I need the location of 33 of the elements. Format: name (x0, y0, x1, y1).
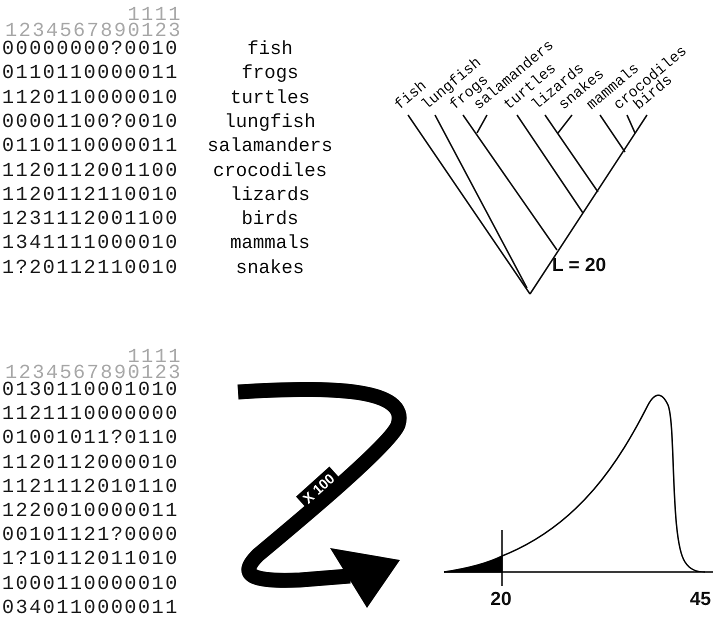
character-row: 1220010000011 (2, 502, 179, 522)
character-row: 1121112010110 (2, 478, 179, 498)
character-row: 0130110001010 (2, 381, 179, 401)
taxon-name: snakes (236, 258, 304, 278)
taxon-name: fish (247, 40, 293, 59)
axis-tick-label: 45 (690, 590, 711, 609)
taxon-name: birds (242, 210, 298, 230)
character-row: 1120112001100 (2, 162, 179, 182)
character-row: 1231112001100 (2, 210, 179, 230)
taxon-name: lizards (230, 186, 310, 205)
character-row: 1120110000010 (2, 88, 179, 109)
taxon-name: turtles (230, 88, 310, 108)
taxon-name: salamanders (207, 137, 333, 156)
taxon-name: crocodiles (212, 162, 328, 180)
character-row: 00101121?0000 (2, 526, 179, 546)
character-row: 01001011?0110 (2, 429, 179, 450)
character-row: 00000000?0010 (2, 40, 179, 60)
character-row: 1121110000000 (2, 405, 179, 426)
taxon-name: lungfish (224, 112, 316, 132)
taxon-name: frogs (242, 64, 298, 84)
character-row: 00001100?0010 (2, 112, 179, 133)
axis-tick-label: 20 (490, 590, 512, 609)
character-row: 1?20112110010 (2, 258, 179, 279)
taxon-name: mammals (230, 234, 310, 254)
character-row: 1?10112011010 (2, 550, 179, 570)
character-row: 1120112000010 (2, 454, 179, 474)
tree-length-label: L = 20 (552, 256, 606, 275)
character-row: 0340110000011 (2, 598, 179, 619)
character-row: 0110110000011 (2, 64, 179, 84)
character-row: 1341111000010 (2, 234, 179, 254)
character-row: 1120112110010 (2, 186, 179, 206)
character-row: 0110110000011 (2, 137, 179, 158)
character-row: 1000110000010 (2, 574, 179, 595)
